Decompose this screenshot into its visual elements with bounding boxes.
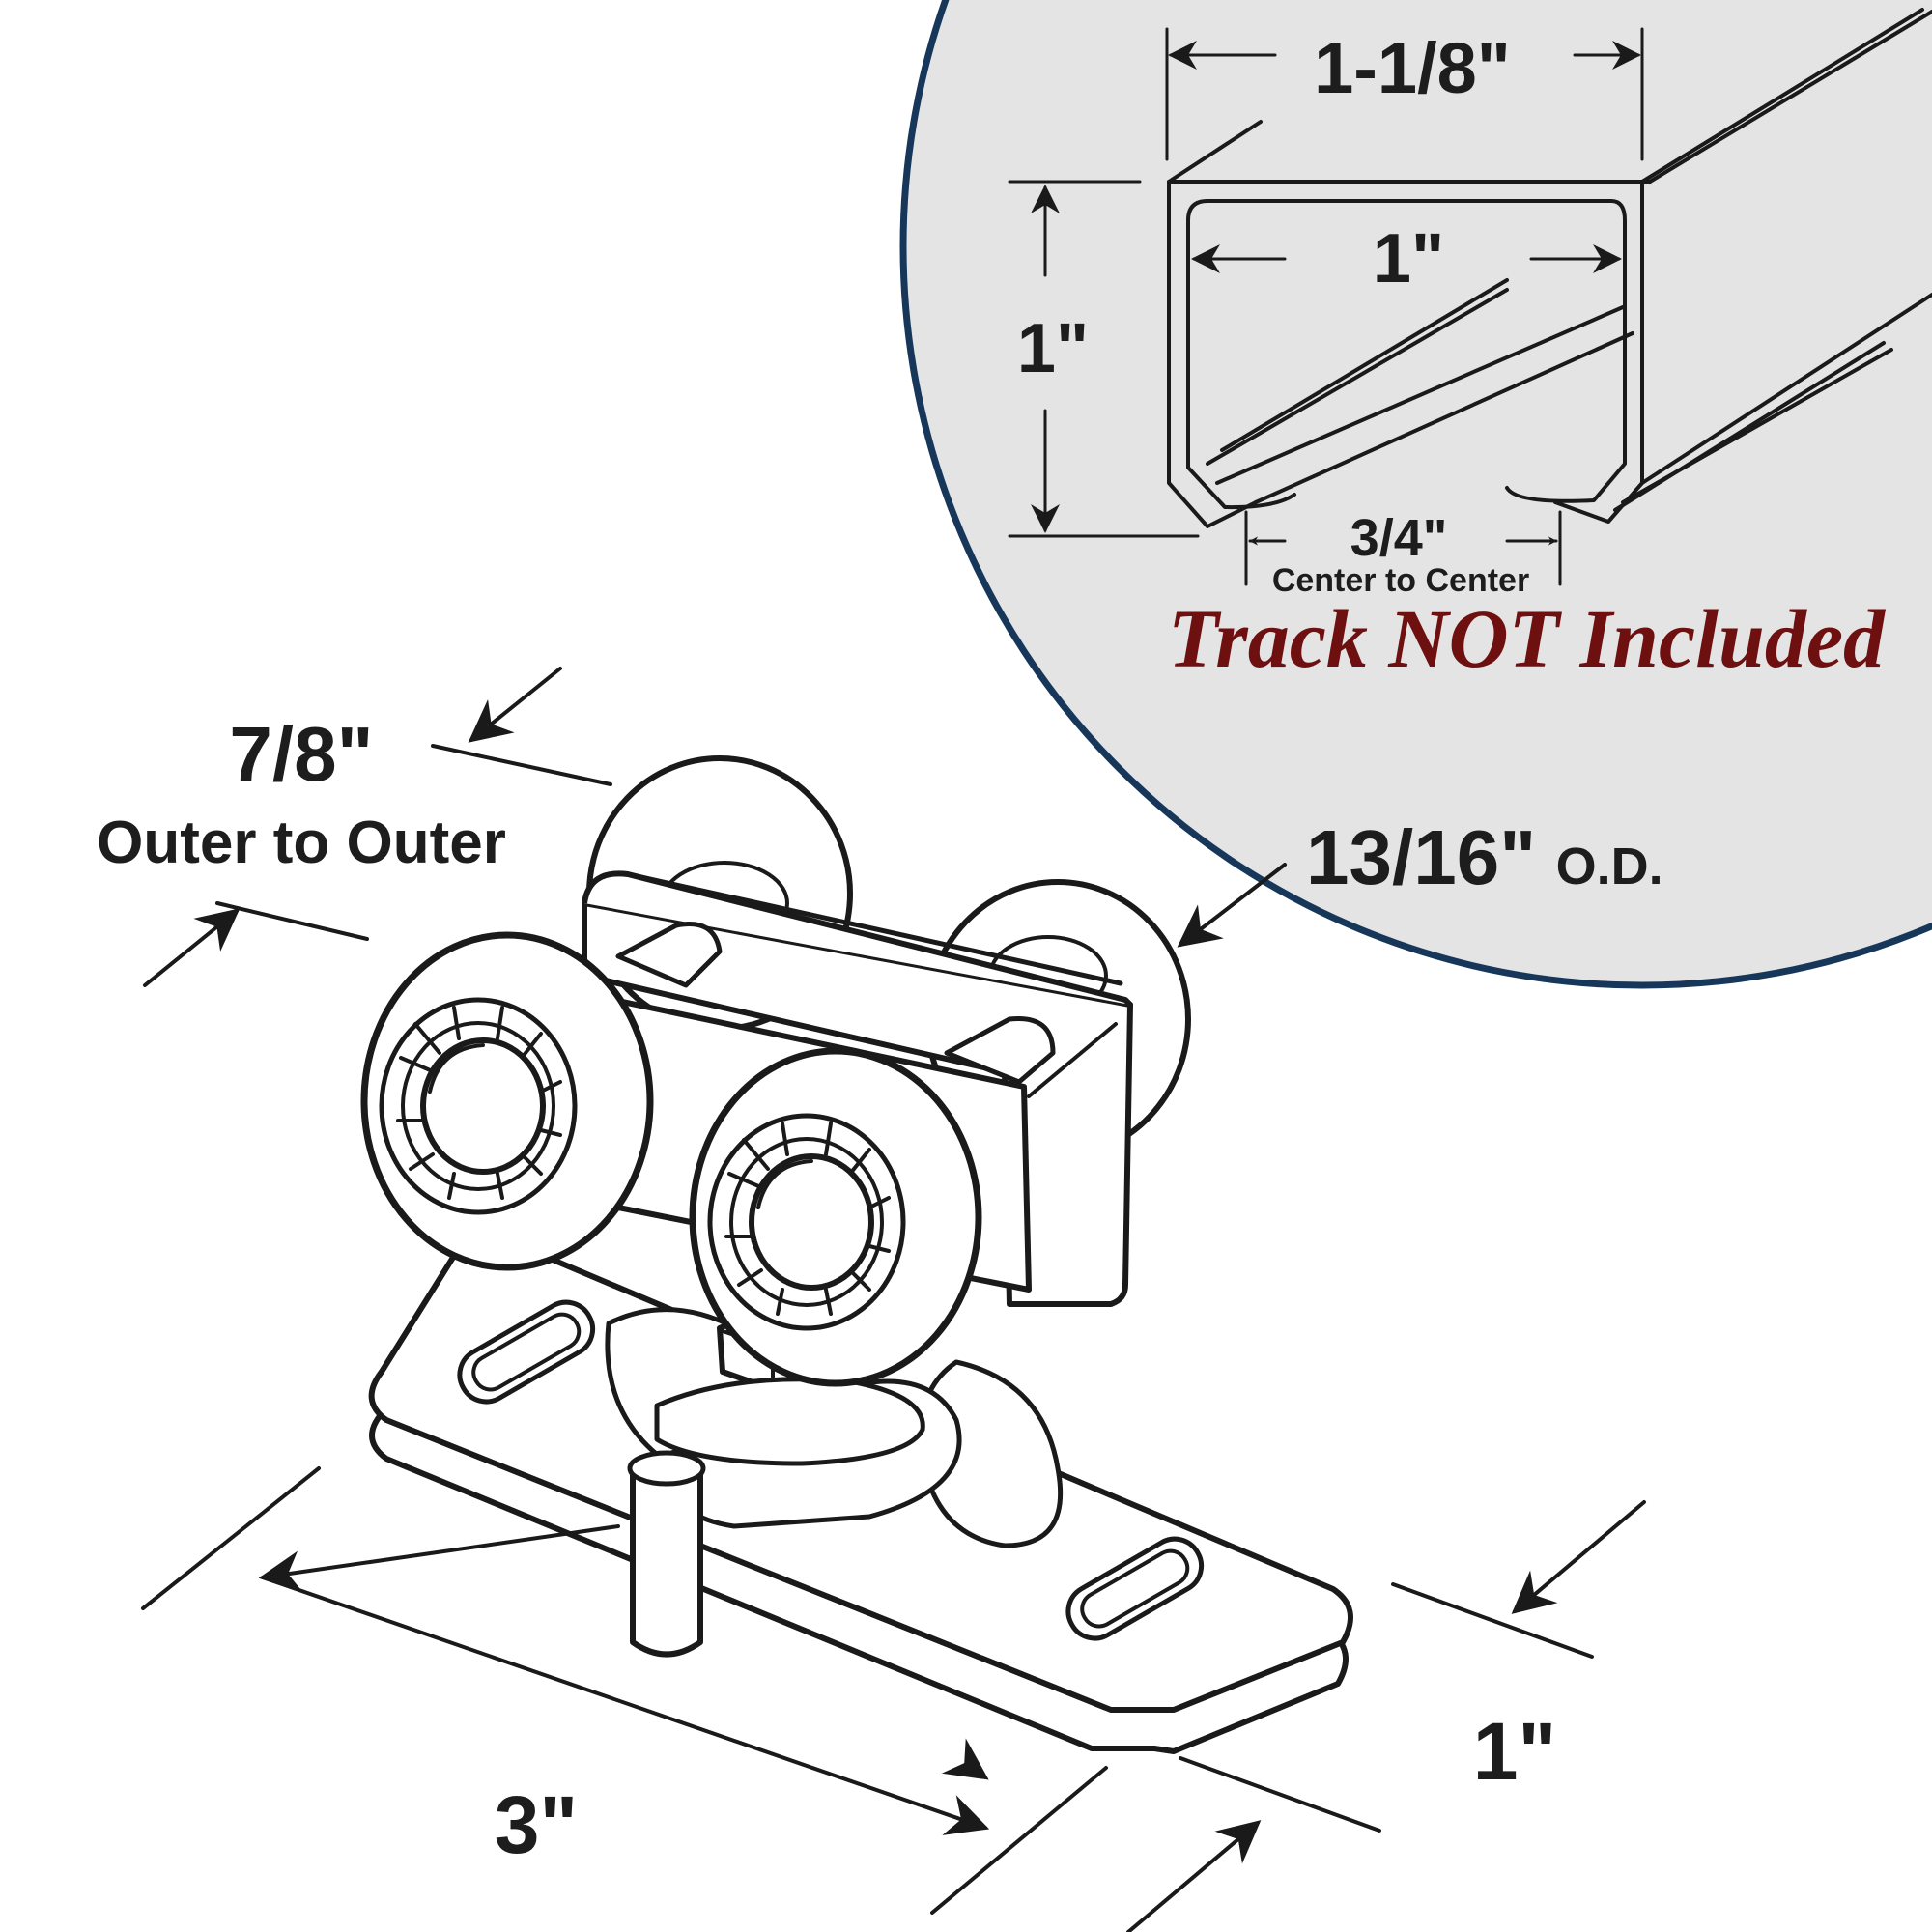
dim-outer-width: 1-1/8" xyxy=(1165,27,1644,161)
wheel-od-text: 13/16" O.D. xyxy=(1306,814,1663,900)
plate-length-label: 3" xyxy=(495,1779,579,1870)
roller-assembly xyxy=(360,755,1353,1754)
dim-plate-width: 1" xyxy=(1126,1500,1646,1932)
wheel-spacing-label: 7/8" xyxy=(229,711,373,797)
slot-spacing-caption: Center to Center xyxy=(1272,562,1529,599)
wheel-od-label: 13/16" xyxy=(1306,814,1536,900)
slot-spacing-label: 3/4" xyxy=(1350,509,1448,567)
plate-width-label: 1" xyxy=(1473,1706,1557,1797)
dim-height: 1" xyxy=(1008,180,1200,538)
track-not-included-note: Track NOT Included xyxy=(1168,592,1887,685)
dim-inner-width: 1" xyxy=(1191,220,1622,298)
track-outer-width-label: 1-1/8" xyxy=(1314,28,1511,108)
front-wheel-right xyxy=(689,1047,982,1387)
track-inner-width-label: 1" xyxy=(1373,220,1444,298)
wheel-od-suffix: O.D. xyxy=(1556,838,1663,895)
track-profile xyxy=(1167,8,1932,528)
dim-plate-length: 3" xyxy=(141,1466,1108,1915)
track-height-label: 1" xyxy=(1017,310,1089,387)
track-inset: 1-1/8" 1" 1" 3/4" xyxy=(899,0,1932,989)
dim-wheel-spacing: 7/8" Outer to Outer xyxy=(97,667,612,987)
wheel-spacing-caption: Outer to Outer xyxy=(97,810,506,876)
front-wheel-left xyxy=(360,931,654,1271)
dim-slot-spacing: 3/4" Center to Center xyxy=(1244,509,1562,599)
dim-wheel-od: 13/16" O.D. xyxy=(1177,814,1663,948)
mounting-plate xyxy=(368,1234,1353,1754)
